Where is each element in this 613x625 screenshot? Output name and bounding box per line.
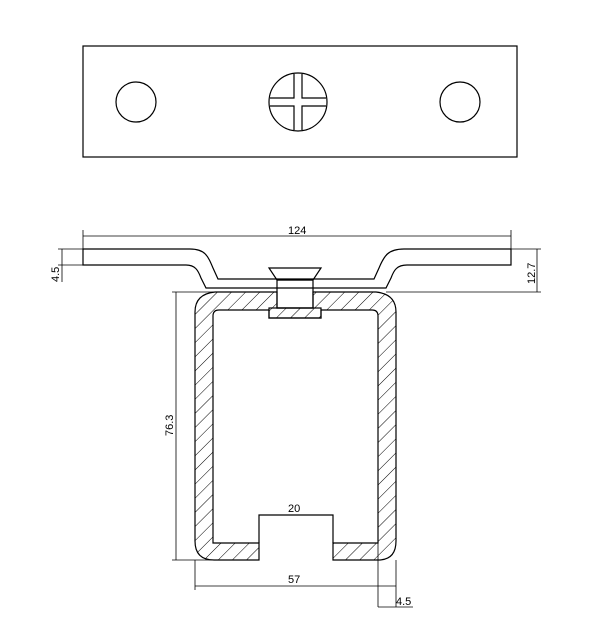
dim-label-top-height: 12.7 [526,263,538,284]
dim-top-height: 12.7 [386,248,541,293]
dim-label-channel-height: 76.3 [164,415,176,436]
dim-channel-width: 57 [194,560,397,607]
dim-label-slot-width: 20 [288,503,300,515]
dim-wall-thickness: 4.5 [377,543,413,608]
top-view [82,45,518,158]
dim-label-flange-thickness: 4.5 [50,267,62,282]
right-bolt-hole [439,81,481,123]
dim-label-wall-thickness: 4.5 [396,596,411,608]
cross-slot-screw-icon [268,72,328,132]
section-view: 124 4.5 12.7 76.3 20 [50,225,541,608]
top-flange-plate [82,248,512,289]
dim-channel-height: 76.3 [164,291,215,561]
channel-section-hatched [194,291,397,561]
dim-slot-width: 20 [259,503,333,516]
left-bolt-hole [115,81,157,123]
dim-overall-width: 124 [82,225,512,249]
channel-slot [258,514,334,543]
dim-label-overall-width: 124 [288,225,306,237]
dim-flange-thickness: 4.5 [50,248,83,282]
mounting-plate-outline [82,45,518,158]
dim-label-channel-width: 57 [288,574,300,586]
